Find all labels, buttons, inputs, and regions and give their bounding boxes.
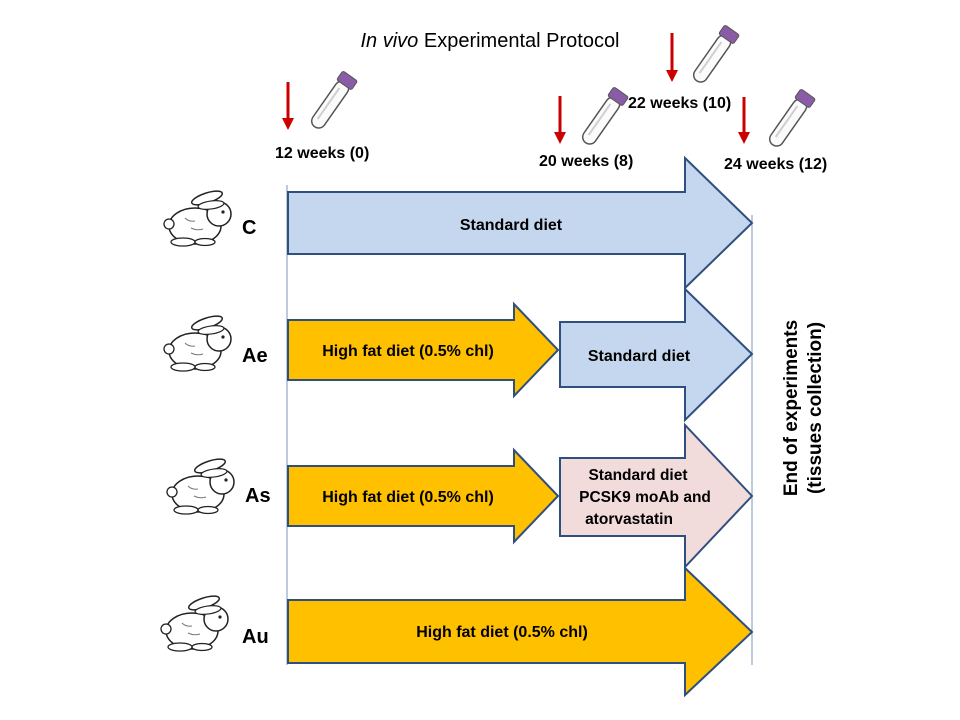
standard-diet-arrow — [559, 286, 754, 423]
timepoint-20-weeks: 20 weeks (8) — [539, 85, 633, 170]
row-ae: Ae High fat diet (0.5% chl) Standard die… — [163, 286, 754, 423]
end-of-experiments-label: End of experiments (tissues collection) — [781, 320, 826, 496]
down-arrow-icon — [554, 132, 566, 144]
treatment-arrow — [559, 422, 754, 570]
down-arrow-icon — [738, 132, 750, 144]
phase-label: High fat diet (0.5% chl) — [322, 343, 494, 360]
title-rest: Experimental Protocol — [423, 30, 620, 52]
down-arrow-icon — [282, 118, 294, 130]
timepoint-label: 20 weeks (8) — [539, 153, 633, 170]
high-fat-diet-arrow — [287, 301, 560, 399]
timepoint-label: 24 weeks (12) — [724, 156, 827, 173]
blood-tube-icon — [688, 23, 741, 87]
rabbit-icon — [163, 187, 232, 247]
rabbit-icon — [160, 592, 229, 652]
standard-diet-arrow — [287, 155, 754, 291]
blood-tube-icon — [306, 69, 359, 133]
page-title: In vivo Experimental Protocol — [300, 30, 680, 53]
timepoint-24-weeks: 24 weeks (12) — [724, 87, 827, 173]
group-label: C — [242, 217, 256, 239]
row-c: C Standard diet — [163, 155, 754, 291]
end-label-line2: (tissues collection) — [805, 322, 826, 494]
blood-tube-icon — [764, 87, 817, 151]
rabbit-icon — [166, 455, 235, 515]
high-fat-diet-arrow — [287, 447, 560, 545]
phase-label: Standard diet — [588, 467, 687, 484]
phase-label: atorvastatin — [585, 511, 673, 528]
high-fat-diet-arrow — [287, 565, 754, 698]
phase-label: High fat diet (0.5% chl) — [322, 489, 494, 506]
rabbit-icon — [163, 312, 232, 372]
blood-tube-icon — [577, 85, 630, 149]
timepoint-22-weeks: 22 weeks (10) — [628, 23, 741, 112]
phase-label: Standard diet — [588, 348, 691, 365]
phase-label: PCSK9 moAb and — [579, 489, 711, 506]
group-label: As — [245, 485, 271, 507]
row-au: Au High fat diet (0.5% chl) — [160, 565, 754, 698]
timepoint-label: 22 weeks (10) — [628, 95, 731, 112]
row-as: As High fat diet (0.5% chl) Standard die… — [166, 422, 754, 570]
end-label-line1: End of experiments — [781, 320, 802, 496]
group-label: Au — [242, 626, 269, 648]
phase-label: High fat diet (0.5% chl) — [416, 624, 588, 641]
group-label: Ae — [242, 345, 268, 367]
title-italic: In vivo — [360, 30, 419, 52]
down-arrow-icon — [666, 70, 678, 82]
timepoint-12-weeks: 12 weeks (0) — [275, 69, 369, 162]
timepoint-label: 12 weeks (0) — [275, 145, 369, 162]
phase-label: Standard diet — [460, 217, 563, 234]
